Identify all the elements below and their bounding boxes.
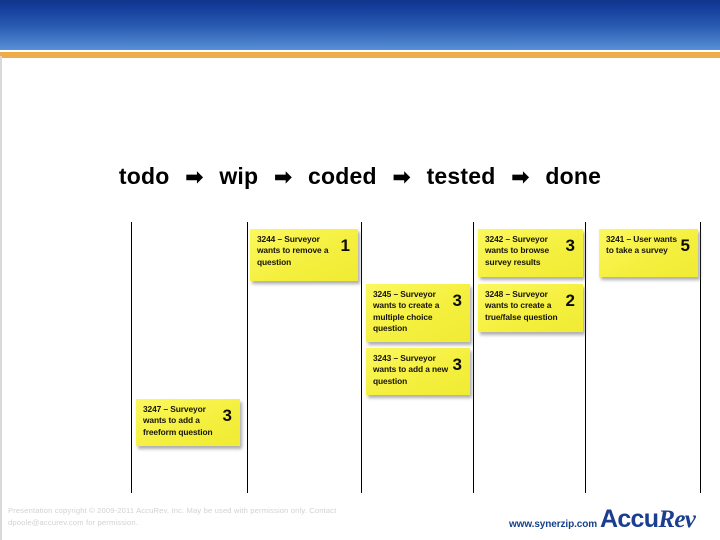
accurev-logo-accu: Accu [600, 505, 659, 533]
task-card-points: 3 [452, 291, 462, 310]
task-card[interactable]: 3241 – User wants to take a survey 5 [599, 229, 698, 277]
task-card[interactable]: 3243 – Surveyor wants to add a new quest… [366, 348, 470, 395]
workflow-stage-coded: coded [308, 162, 377, 189]
column-divider [473, 222, 474, 493]
arrow-right-icon: ➡ [392, 165, 411, 189]
accurev-logo-rev: Rev [658, 506, 696, 533]
arrow-right-icon: ➡ [274, 165, 293, 189]
task-card-points: 1 [340, 236, 350, 255]
task-card-points: 3 [565, 236, 575, 255]
footer-website-url: www.synerzip.com [509, 519, 598, 530]
task-card[interactable]: 3244 – Surveyor wants to remove a questi… [250, 229, 358, 281]
column-divider [700, 222, 701, 493]
task-card-title: 3244 – Surveyor wants to remove a questi… [257, 234, 329, 267]
task-card[interactable]: 3248 – Surveyor wants to create a true/f… [478, 284, 583, 332]
task-card-title: 3242 – Surveyor wants to browse survey r… [485, 234, 550, 267]
footer-copyright: Presentation copyright © 2009-2011 AccuR… [8, 506, 337, 528]
task-card[interactable]: 3245 – Surveyor wants to create a multip… [366, 284, 470, 342]
task-card-points: 3 [452, 355, 462, 374]
task-card-points: 2 [565, 291, 575, 310]
workflow-stage-wip: wip [219, 162, 259, 189]
task-card-title: 3247 – Surveyor wants to add a freeform … [143, 404, 213, 437]
task-card[interactable]: 3242 – Surveyor wants to browse survey r… [478, 229, 583, 277]
task-card[interactable]: 3247 – Surveyor wants to add a freeform … [136, 399, 240, 446]
workflow-stage-todo: todo [118, 162, 170, 189]
task-card-points: 3 [222, 406, 232, 425]
task-card-title: 3245 – Surveyor wants to create a multip… [373, 289, 440, 333]
task-board: 3244 – Surveyor wants to remove a questi… [0, 210, 720, 500]
task-card-title: 3243 – Surveyor wants to add a new quest… [373, 353, 448, 386]
arrow-right-icon: ➡ [511, 165, 530, 189]
task-card-title: 3241 – User wants to take a survey [606, 234, 677, 256]
header-accent-bar [0, 52, 720, 58]
workflow-stage-tested: tested [426, 162, 496, 189]
workflow-stage-header: todo ➡ wip ➡ coded ➡ tested ➡ done [0, 158, 720, 194]
slide-left-edge-strip [0, 56, 2, 540]
task-card-title: 3248 – Surveyor wants to create a true/f… [485, 289, 558, 322]
header-gap [0, 50, 720, 52]
arrow-right-icon: ➡ [185, 165, 204, 189]
column-divider [247, 222, 248, 493]
slide-header-band [0, 0, 720, 50]
column-divider [585, 222, 586, 493]
workflow-stage-done: done [545, 162, 602, 189]
accurev-logo: AccuRev [600, 505, 696, 533]
task-card-points: 5 [680, 236, 690, 255]
column-divider [361, 222, 362, 493]
column-divider [131, 222, 132, 493]
